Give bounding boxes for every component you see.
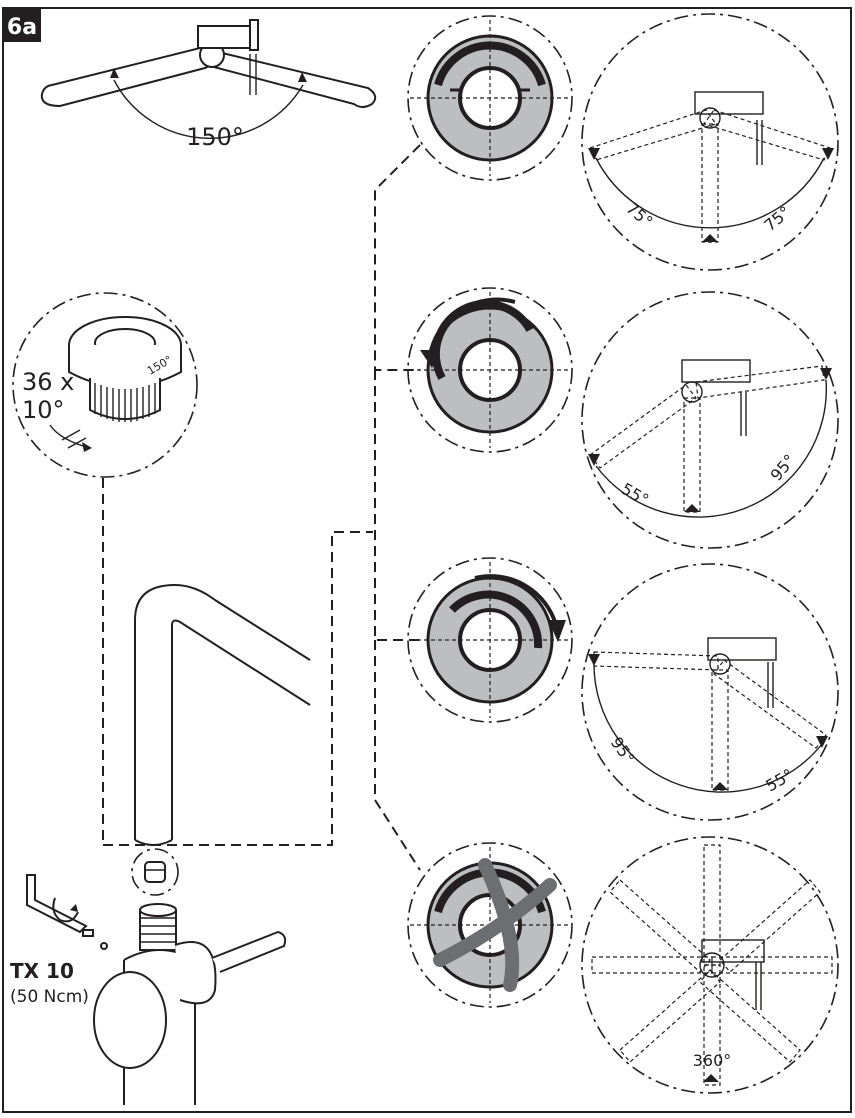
angle-label-150: 150°	[186, 123, 244, 151]
cross-out-icon	[433, 858, 557, 992]
ring-detail-row4	[407, 842, 573, 1008]
swing-diagram-row2: 55° 95°	[581, 291, 839, 549]
ring-detail-row2	[407, 287, 573, 453]
tool-name: TX 10	[10, 959, 74, 983]
connector-row2	[374, 370, 420, 641]
rotate-cw-arrow-icon	[548, 620, 566, 642]
spout-pipe	[134, 583, 311, 846]
faucet-body	[93, 903, 287, 1105]
step-badge-label: 6a	[7, 15, 37, 40]
connector-row1	[374, 144, 421, 371]
collar-step-label: 10°	[22, 396, 65, 424]
ring-detail-row3	[407, 557, 573, 723]
tool-torque: (50 Ncm)	[10, 987, 89, 1007]
angle-full-row4: 360°	[693, 1051, 732, 1070]
angle-right-row2: 95°	[767, 451, 800, 485]
angle-left-row3: 95°	[607, 733, 639, 767]
angle-left-row1: 75°	[622, 199, 656, 232]
collar-count-label: 36 x	[22, 368, 74, 396]
ring-detail-row1	[407, 15, 573, 181]
swing-diagram-row4: 360°	[581, 836, 839, 1094]
page-frame	[2, 7, 852, 1113]
angle-left-row2: 55°	[618, 479, 652, 510]
connector-row3	[374, 640, 421, 871]
swing-diagram-row1: 75° 75°	[581, 13, 839, 271]
collar-detail: 150° 36 x 10°	[12, 292, 198, 478]
swing-diagram-row3: 95° 55°	[581, 563, 839, 821]
angle-right-row1: 75°	[760, 202, 794, 235]
small-insert	[131, 848, 179, 896]
spout-swing-150: 150°	[40, 19, 377, 151]
torx-key-icon	[26, 874, 108, 950]
connector-box	[103, 531, 373, 846]
rotate-ccw-arrow-icon	[420, 350, 440, 368]
step-badge: 6a	[3, 8, 41, 42]
